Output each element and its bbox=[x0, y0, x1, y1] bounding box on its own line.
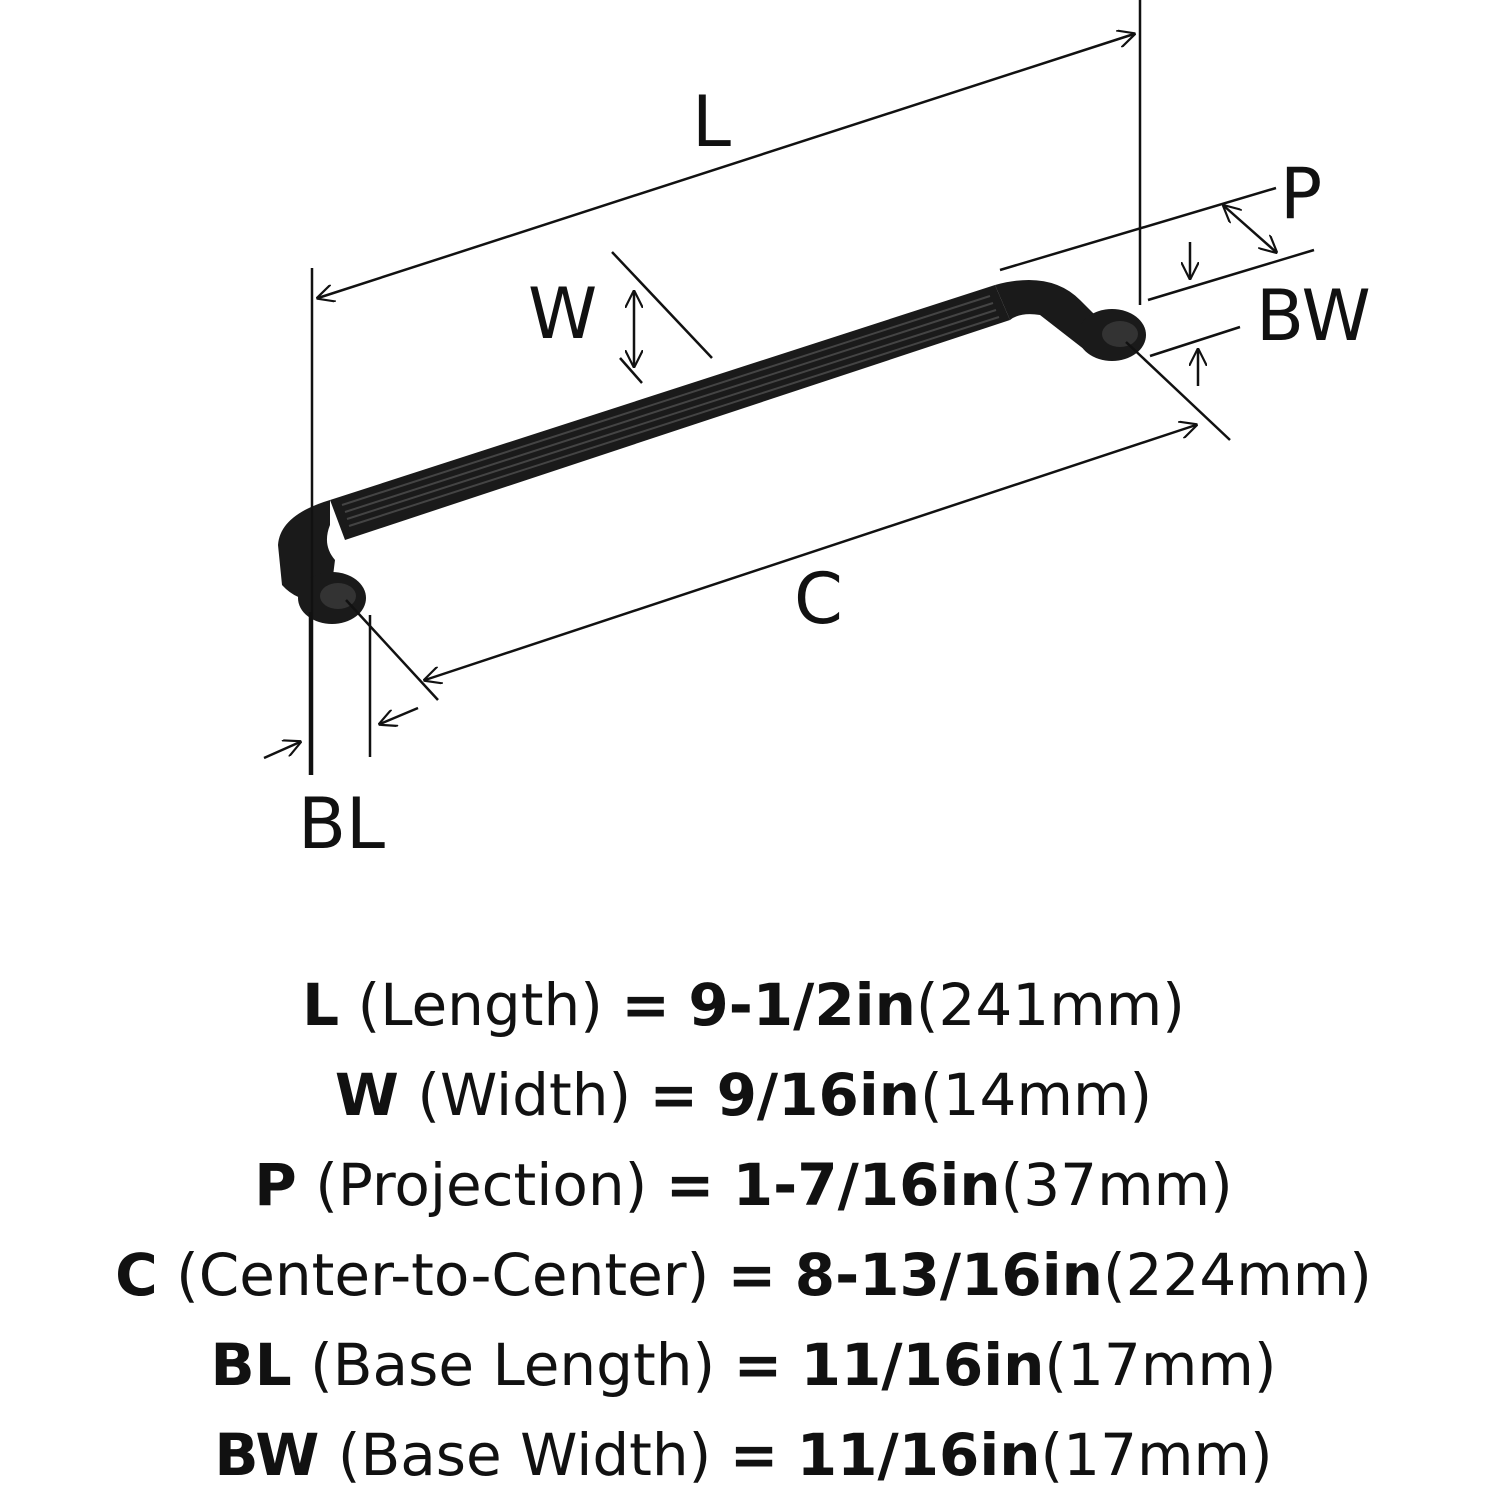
label-p: P bbox=[1280, 153, 1322, 235]
bl-arrow-right bbox=[380, 706, 419, 724]
spec-projection: P (Projection) = 1-7/16in(37mm) bbox=[254, 1151, 1233, 1219]
label-bw: BW bbox=[1256, 275, 1371, 357]
label-c: C bbox=[794, 558, 843, 640]
w-extension bbox=[611, 251, 713, 359]
spec-center-to-center: C (Center-to-Center) = 8-13/16in(224mm) bbox=[115, 1241, 1372, 1309]
handle-dimension-diagram: L W P BW C BL bbox=[263, 0, 1371, 865]
c-extension-left bbox=[345, 599, 439, 701]
dimension-specs-list: L (Length) = 9-1/2in(241mm) W (Width) = … bbox=[0, 960, 1487, 1500]
label-l: L bbox=[692, 81, 731, 163]
l-dimension-line bbox=[318, 34, 1134, 298]
p-extension-top bbox=[999, 186, 1277, 272]
label-bl: BL bbox=[298, 783, 385, 865]
spec-base-length: BL (Base Length) = 11/16in(17mm) bbox=[210, 1331, 1277, 1399]
cabinet-pull-handle bbox=[278, 280, 1146, 624]
spec-base-width: BW (Base Width) = 11/16in(17mm) bbox=[214, 1421, 1273, 1489]
spec-width: W (Width) = 9/16in(14mm) bbox=[334, 1061, 1153, 1129]
label-w: W bbox=[528, 273, 597, 355]
c-dimension-line bbox=[425, 425, 1196, 680]
p-dimension-line bbox=[1224, 206, 1276, 252]
spec-length: L (Length) = 9-1/2in(241mm) bbox=[302, 971, 1185, 1039]
bw-extension-bottom bbox=[1149, 325, 1241, 358]
bl-arrow-left bbox=[263, 742, 300, 760]
c-extension-right bbox=[1125, 341, 1231, 441]
p-extension-bottom bbox=[1147, 248, 1315, 302]
